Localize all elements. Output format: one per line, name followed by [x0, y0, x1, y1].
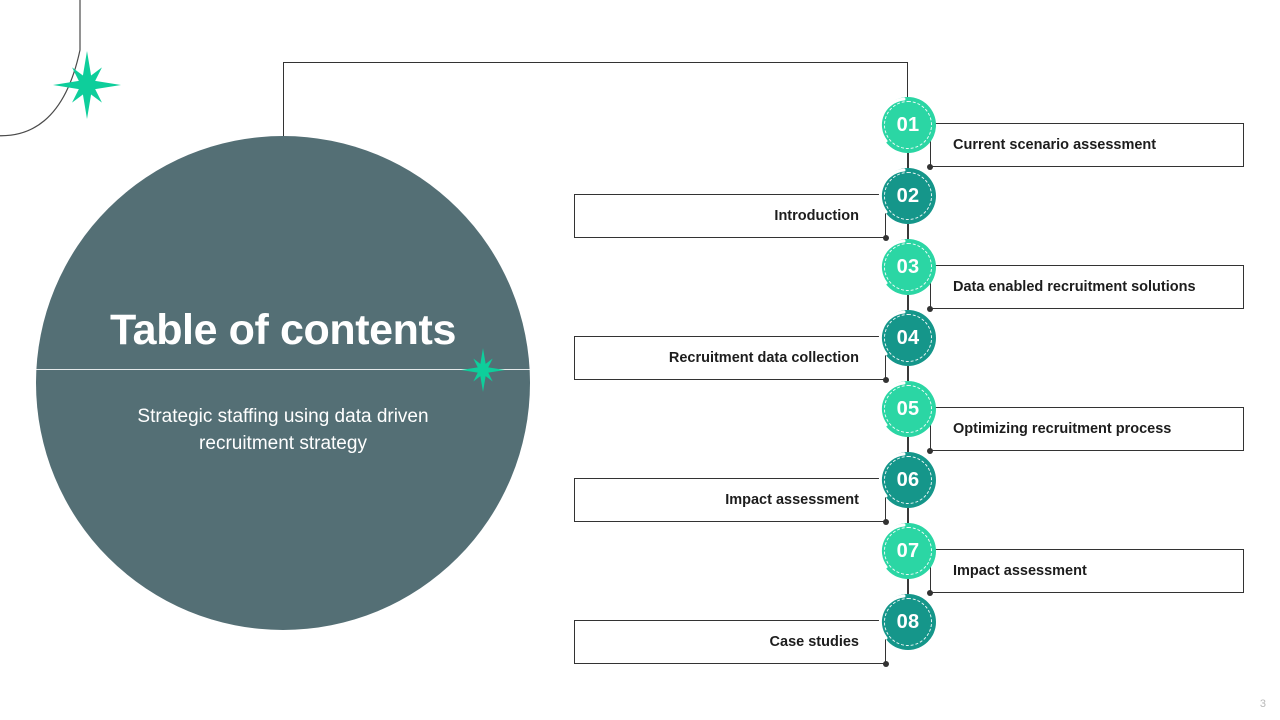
- timeline-node-07[interactable]: 07: [878, 523, 936, 579]
- node-highlight-arc: [878, 168, 906, 214]
- node-number: 05: [896, 397, 920, 420]
- connector-dot: [883, 377, 889, 383]
- node-number: 04: [896, 326, 920, 349]
- timeline-node-01[interactable]: 01: [878, 97, 936, 153]
- connector-dot: [883, 661, 889, 667]
- page-subtitle: Strategic staffing using data driven rec…: [137, 405, 429, 454]
- node-highlight-arc: [878, 523, 906, 569]
- timeline-node-02[interactable]: 02: [878, 168, 936, 224]
- toc-item-label: Impact assessment: [725, 492, 859, 508]
- timeline-node-03[interactable]: 03: [878, 239, 936, 295]
- toc-item-label: Impact assessment: [953, 563, 1087, 579]
- toc-item-07[interactable]: Impact assessment: [930, 549, 1244, 593]
- timeline-connector: [907, 366, 909, 381]
- connector-dot: [927, 164, 933, 170]
- toc-item-04[interactable]: Recruitment data collection: [574, 336, 886, 380]
- node-dashed-ring: [884, 598, 932, 646]
- node-number: 03: [896, 255, 920, 278]
- timeline-node-06[interactable]: 06: [878, 452, 936, 508]
- toc-item-label: Introduction: [774, 208, 859, 224]
- node-highlight-arc: [878, 594, 906, 640]
- timeline-connector: [907, 295, 909, 310]
- toc-item-label: Recruitment data collection: [668, 350, 859, 366]
- timeline-node-05[interactable]: 05: [878, 381, 936, 437]
- toc-item-label: Optimizing recruitment process: [953, 421, 1172, 437]
- top-bracket-connector: [283, 62, 908, 136]
- toc-item-02[interactable]: Introduction: [574, 194, 886, 238]
- toc-item-label: Data enabled recruitment solutions: [953, 279, 1196, 295]
- hero-circle: [36, 136, 530, 630]
- node-highlight-arc: [878, 239, 906, 285]
- node-number: 07: [896, 539, 920, 562]
- connector-dot: [927, 448, 933, 454]
- timeline-connector: [907, 437, 909, 452]
- sparkle-star-icon: [53, 51, 121, 119]
- node-dashed-ring: [884, 172, 932, 220]
- timeline-node-08[interactable]: 08: [878, 594, 936, 650]
- toc-item-03[interactable]: Data enabled recruitment solutions: [930, 265, 1244, 309]
- node-dashed-ring: [884, 456, 932, 504]
- toc-item-label: Case studies: [769, 634, 859, 650]
- node-highlight-arc: [878, 452, 906, 498]
- node-highlight-arc: [878, 310, 906, 356]
- node-highlight-arc: [878, 97, 906, 143]
- connector-dot: [883, 519, 889, 525]
- connector-dot: [883, 235, 889, 241]
- page-title: Table of contents: [110, 306, 456, 355]
- toc-item-label: Current scenario assessment: [953, 137, 1157, 153]
- sparkle-star-icon: [461, 348, 505, 392]
- timeline-connector: [907, 224, 909, 239]
- title-divider: [36, 369, 530, 370]
- timeline-connector: [907, 579, 909, 594]
- connector-dot: [927, 590, 933, 596]
- toc-item-01[interactable]: Current scenario assessment: [930, 123, 1244, 167]
- node-number: 06: [896, 468, 920, 491]
- node-highlight-arc: [878, 381, 906, 427]
- toc-item-06[interactable]: Impact assessment: [574, 478, 886, 522]
- node-dashed-ring: [884, 101, 932, 149]
- hero-content: Table of contents Strategic staffing usi…: [36, 136, 530, 630]
- timeline-node-04[interactable]: 04: [878, 310, 936, 366]
- node-dashed-ring: [884, 527, 932, 575]
- node-number: 02: [896, 184, 920, 207]
- page-number: 3: [1259, 698, 1266, 710]
- toc-item-08[interactable]: Case studies: [574, 620, 886, 664]
- node-number: 01: [896, 113, 920, 136]
- timeline-connector: [907, 153, 909, 168]
- timeline-connector: [907, 508, 909, 523]
- toc-item-05[interactable]: Optimizing recruitment process: [930, 407, 1244, 451]
- connector-dot: [927, 306, 933, 312]
- node-dashed-ring: [884, 385, 932, 433]
- node-number: 08: [896, 610, 920, 633]
- node-dashed-ring: [884, 243, 932, 291]
- node-dashed-ring: [884, 314, 932, 362]
